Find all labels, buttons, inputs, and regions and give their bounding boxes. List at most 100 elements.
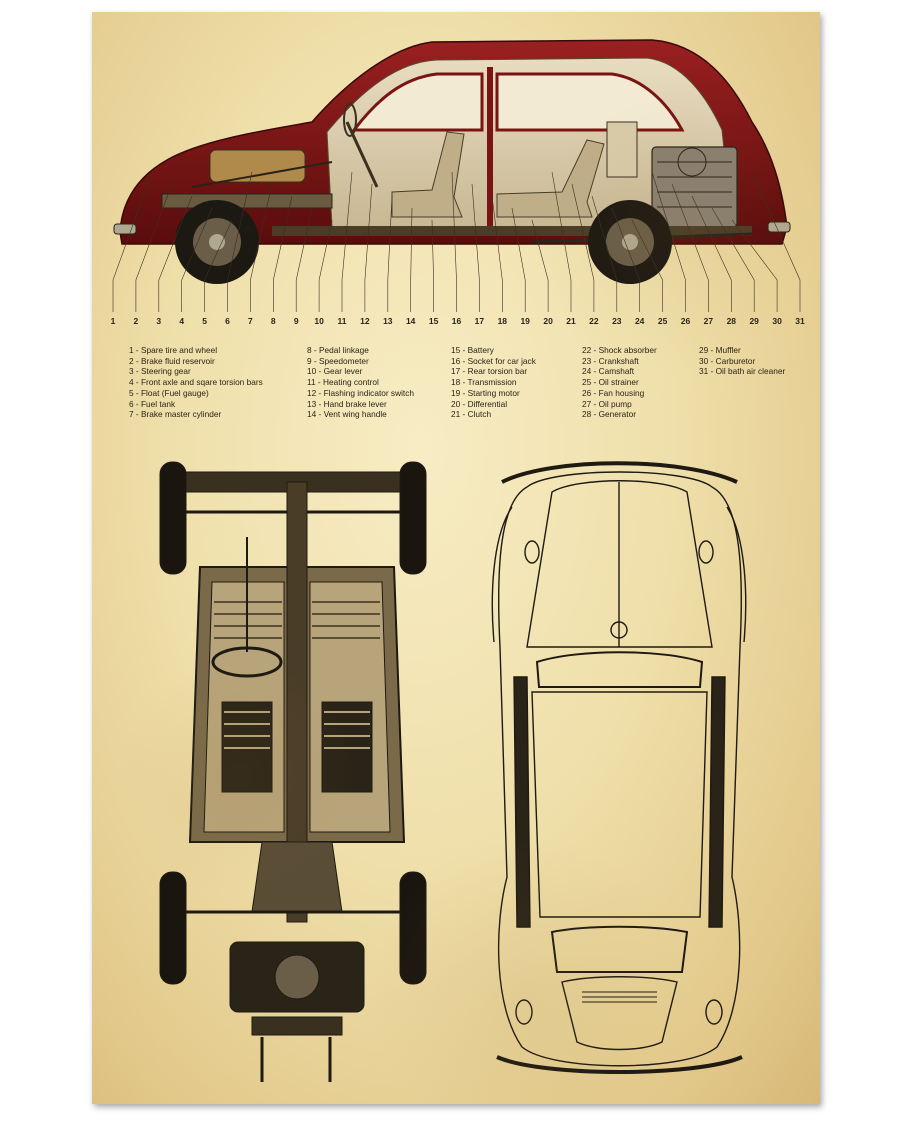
legend-item: 13 - Hand brake lever xyxy=(307,398,387,409)
legend-item: 26 - Fan housing xyxy=(582,387,645,398)
leader-line xyxy=(204,219,233,312)
rear-bumper-top xyxy=(496,1055,743,1074)
leader-line xyxy=(135,183,173,312)
callout-number: 17 xyxy=(474,316,485,326)
leader-line xyxy=(431,219,434,312)
roof xyxy=(531,691,708,918)
leader-line xyxy=(711,207,755,312)
center-tunnel xyxy=(286,481,308,923)
callout-leader-lines xyxy=(112,171,801,312)
leader-line xyxy=(491,195,503,312)
legend-item: 29 - Muffler xyxy=(699,345,741,355)
legend-item: 15 - Battery xyxy=(451,345,494,355)
callout-number: 2 xyxy=(133,316,139,326)
front-left-tire xyxy=(159,461,187,575)
left-taillight xyxy=(515,999,533,1025)
callout-number: 27 xyxy=(703,316,714,326)
callout-number: 25 xyxy=(657,316,668,326)
legend-item: 27 - Oil pump xyxy=(582,398,632,409)
callout-number: 4 xyxy=(179,316,185,326)
leader-line xyxy=(158,195,193,312)
callout-number: 31 xyxy=(795,316,805,326)
leader-line xyxy=(551,171,572,312)
right-headlight xyxy=(698,540,714,564)
legend-item: 18 - Transmission xyxy=(451,377,517,388)
front-wheel xyxy=(175,200,259,284)
leader-line xyxy=(731,219,778,312)
leader-line xyxy=(531,219,549,312)
front-bumper-top xyxy=(501,461,738,484)
left-headlight xyxy=(524,540,540,564)
callout-number: 11 xyxy=(337,316,347,326)
rear-window xyxy=(550,925,689,973)
front-axle xyxy=(161,193,333,209)
callout-number: 9 xyxy=(293,316,299,326)
rear-bumper xyxy=(767,221,791,233)
leader-line xyxy=(611,207,641,312)
leader-line xyxy=(511,207,526,312)
side-cutaway-view xyxy=(112,39,801,312)
callout-number: 5 xyxy=(202,316,207,326)
legend-item: 22 - Shock absorber xyxy=(582,345,657,355)
front-right-tire xyxy=(399,461,427,575)
callout-number: 10 xyxy=(314,316,324,326)
legend-item: 12 - Flashing indicator switch xyxy=(307,387,414,398)
legend-item: 28 - Generator xyxy=(582,409,636,420)
leader-line xyxy=(410,207,413,312)
legend-item: 24 - Camshaft xyxy=(582,366,635,377)
legend-item: 4 - Front axle and sqare torsion bars xyxy=(129,377,263,388)
leader-line xyxy=(295,207,313,312)
callout-number: 22 xyxy=(589,316,599,326)
steering-column xyxy=(345,121,379,188)
callout-number: 19 xyxy=(520,316,530,326)
steering-wheel xyxy=(343,103,357,137)
front-hood xyxy=(526,480,713,648)
legend-item: 31 - Oil bath air cleaner xyxy=(699,366,786,377)
leader-line xyxy=(691,195,732,312)
leader-line xyxy=(751,171,801,312)
windshield xyxy=(535,651,704,688)
fuel-tank xyxy=(209,149,306,183)
chassis-top-view xyxy=(159,461,427,1082)
vw-emblem xyxy=(610,621,628,639)
legend-item: 7 - Brake master cylinder xyxy=(129,409,222,420)
battery xyxy=(606,121,638,178)
callout-number: 7 xyxy=(248,316,253,326)
leader-line xyxy=(671,183,709,312)
callout-number: 6 xyxy=(225,316,230,326)
callout-number: 21 xyxy=(566,316,576,326)
engine-block xyxy=(651,146,738,228)
callout-number: 24 xyxy=(634,316,645,326)
legend-item: 20 - Differential xyxy=(451,398,508,409)
legend-item: 23 - Crankshaft xyxy=(582,355,639,366)
legend-item: 30 - Carburetor xyxy=(699,355,756,366)
legend-item: 10 - Gear lever xyxy=(307,366,363,377)
leader-line xyxy=(387,195,393,312)
rear-left-tire xyxy=(159,871,187,985)
body-top-view xyxy=(491,461,747,1074)
callout-number: 16 xyxy=(451,316,462,326)
leader-line xyxy=(591,195,618,312)
legend-item: 5 - Float (Fuel gauge) xyxy=(129,387,209,398)
rear-window-frame xyxy=(495,72,685,132)
callout-number: 14 xyxy=(405,316,416,326)
leader-line xyxy=(341,171,353,312)
legend-item: 3 - Steering gear xyxy=(129,366,191,377)
engine-lid xyxy=(561,976,678,1051)
callout-number: 23 xyxy=(612,316,622,326)
legend-item: 8 - Pedal linkage xyxy=(307,345,369,355)
legend-item: 25 - Oil strainer xyxy=(582,377,639,388)
callout-number: 28 xyxy=(726,316,737,326)
callout-number: 12 xyxy=(360,316,370,326)
legend-item: 16 - Socket for car jack xyxy=(451,355,536,366)
legend-item: 9 - Speedometer xyxy=(307,355,369,366)
legend-item: 2 - Brake fluid reservoir xyxy=(129,355,215,366)
leader-line xyxy=(451,171,457,312)
legend-item: 14 - Vent wing handle xyxy=(307,409,387,420)
